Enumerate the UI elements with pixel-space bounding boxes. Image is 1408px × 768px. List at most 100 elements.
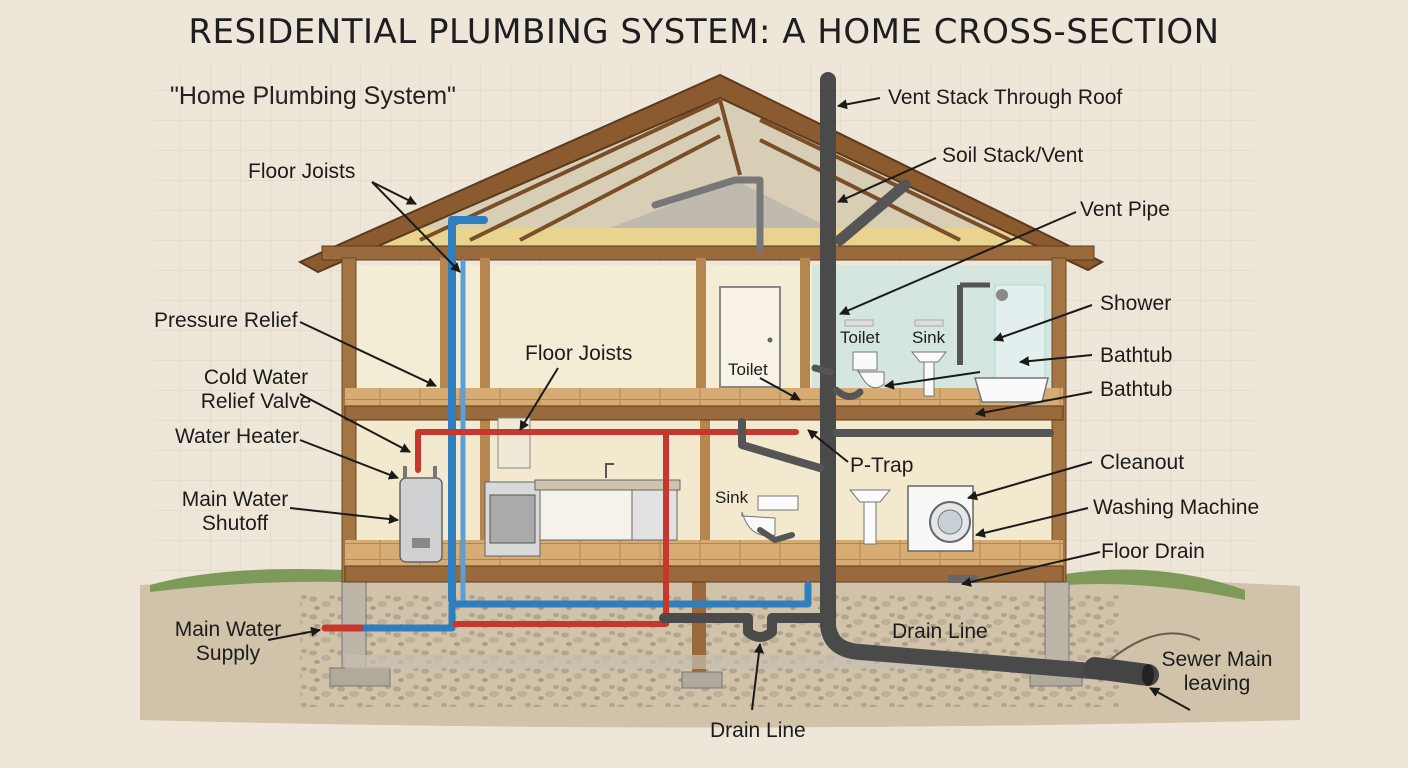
grass [150, 569, 345, 592]
label-bathtub-upper: Bathtub [1100, 344, 1173, 367]
attic-vent-pipe [651, 176, 764, 254]
label-toilet-bathroom: Toilet [840, 328, 880, 347]
interior-stud-3 [696, 258, 706, 408]
foundation-right [1044, 581, 1070, 671]
door-knob [767, 337, 773, 343]
label-floor-drain: Floor Drain [1101, 540, 1205, 563]
label-sewer-main-line2: leaving [1183, 672, 1251, 695]
center-footing [681, 671, 723, 689]
diagram-subtitle: "Home Plumbing System" [170, 82, 456, 110]
ground-floor-joist [344, 565, 1064, 583]
arrow-toilet-bath [884, 371, 981, 390]
mirror-left [844, 319, 874, 327]
upper-floor-joist [344, 405, 1064, 421]
upstairs-door [719, 286, 781, 388]
arrow-main-shutoff [289, 507, 399, 524]
sewer-pipe-opening [1142, 664, 1154, 686]
earth-crack [1109, 632, 1201, 661]
kitchen-cabinets [484, 417, 681, 557]
interior-stud-4 [800, 258, 810, 408]
label-cold-water-line1: Cold Water [203, 366, 309, 389]
cold-water-riser [448, 216, 488, 604]
arrow-sewer-main [1149, 687, 1191, 711]
ptrap-branch [738, 418, 824, 472]
downstairs-sink [848, 489, 892, 545]
arrow-vent-stack [837, 97, 881, 110]
label-sink-downstairs: Sink [715, 488, 749, 507]
soil-stack [820, 72, 1148, 683]
label-sewer-main-line1: Sewer Main [1161, 648, 1273, 671]
diagram-title: RESIDENTIAL PLUMBING SYSTEM: A HOME CROS… [188, 12, 1220, 52]
label-sewer-main-leaving: Sewer Main leaving [1150, 648, 1284, 696]
cold-water-main [326, 581, 812, 632]
arrow-floor-joists-roof [371, 181, 417, 205]
water-heater [399, 466, 443, 563]
label-vent-stack-through-roof: Vent Stack Through Roof [888, 86, 1123, 109]
roof [297, 73, 1105, 274]
bathtub-fixture [974, 377, 1049, 403]
interior-stud-5 [700, 420, 710, 566]
arrow-soil-stack [837, 157, 937, 203]
label-main-shutoff-line2: Shutoff [201, 512, 269, 535]
arrow-toilet-left [759, 377, 801, 401]
label-main-water-supply: Main Water Supply [160, 618, 296, 666]
label-main-water-shutoff: Main Water Shutoff [170, 488, 300, 536]
label-water-heater: Water Heater [175, 425, 300, 448]
arrow-bathtub-lower [975, 391, 1093, 418]
label-vent-pipe: Vent Pipe [1080, 198, 1170, 221]
label-drain-line-bottom: Drain Line [710, 719, 806, 742]
arrow-floor-joists-mid [519, 367, 559, 431]
toilet-drain [811, 364, 864, 400]
label-toilet-upstairs-left: Toilet [728, 360, 768, 379]
arrow-main-supply [267, 626, 321, 641]
washing-machine [907, 485, 974, 552]
label-washing-machine: Washing Machine [1093, 496, 1260, 519]
arrow-pressure-relief [299, 321, 437, 387]
foundation-footing-left [329, 667, 391, 687]
attic-inner [610, 180, 830, 228]
arrow-shower [993, 304, 1093, 342]
label-pressure-relief: Pressure Relief [154, 309, 298, 332]
downstairs-drain [757, 527, 795, 543]
label-cleanout: Cleanout [1100, 451, 1185, 474]
arrow-cold-water-relief [299, 393, 411, 453]
interior-stud-1 [440, 258, 450, 408]
label-sink-bathroom: Sink [912, 328, 946, 347]
attic-insulation [380, 228, 1030, 248]
building-drain [659, 613, 825, 642]
label-main-supply-line2: Supply [195, 642, 261, 665]
label-floor-joists-mid: Floor Joists [525, 342, 633, 365]
label-main-supply-line1: Main Water [174, 618, 282, 641]
hot-water-lower [452, 429, 669, 627]
label-p-trap: P-Trap [850, 454, 914, 477]
grass-right [1065, 569, 1245, 600]
mirror-right [914, 319, 944, 327]
arrow-water-heater [299, 439, 399, 480]
hot-water-supply [415, 429, 799, 473]
arrow-floor-drain [961, 551, 1101, 587]
label-floor-joists-attic: Floor Joists [248, 160, 356, 183]
arrow-bathtub-upper [1019, 354, 1093, 367]
arrow-drain-bottom [751, 643, 764, 711]
upper-floor-deck [345, 388, 1063, 408]
arrow-floor-joists-pipe [371, 181, 461, 273]
label-soil-stack-vent: Soil Stack/Vent [942, 144, 1084, 167]
label-drain-line-right: Drain Line [892, 620, 988, 643]
label-bathtub-lower: Bathtub [1100, 378, 1173, 401]
label-shower: Shower [1100, 292, 1172, 315]
label-main-shutoff-line1: Main Water [181, 488, 289, 511]
arrow-ptrap [807, 429, 849, 463]
label-cold-water-line2: Relief Valve [200, 390, 312, 413]
gravel-bed [300, 592, 1120, 707]
arrow-vent-pipe [839, 211, 1077, 316]
attic-floor-beam [321, 245, 1095, 261]
downstairs-toilet [741, 495, 799, 537]
vent-pipe-branch [834, 179, 911, 246]
arrow-washing-machine [975, 507, 1089, 538]
sewer-main-exit [1084, 657, 1159, 686]
arrow-cleanout [967, 461, 1093, 501]
interior-stud-2 [480, 258, 490, 408]
bathroom-toilet [852, 351, 885, 389]
